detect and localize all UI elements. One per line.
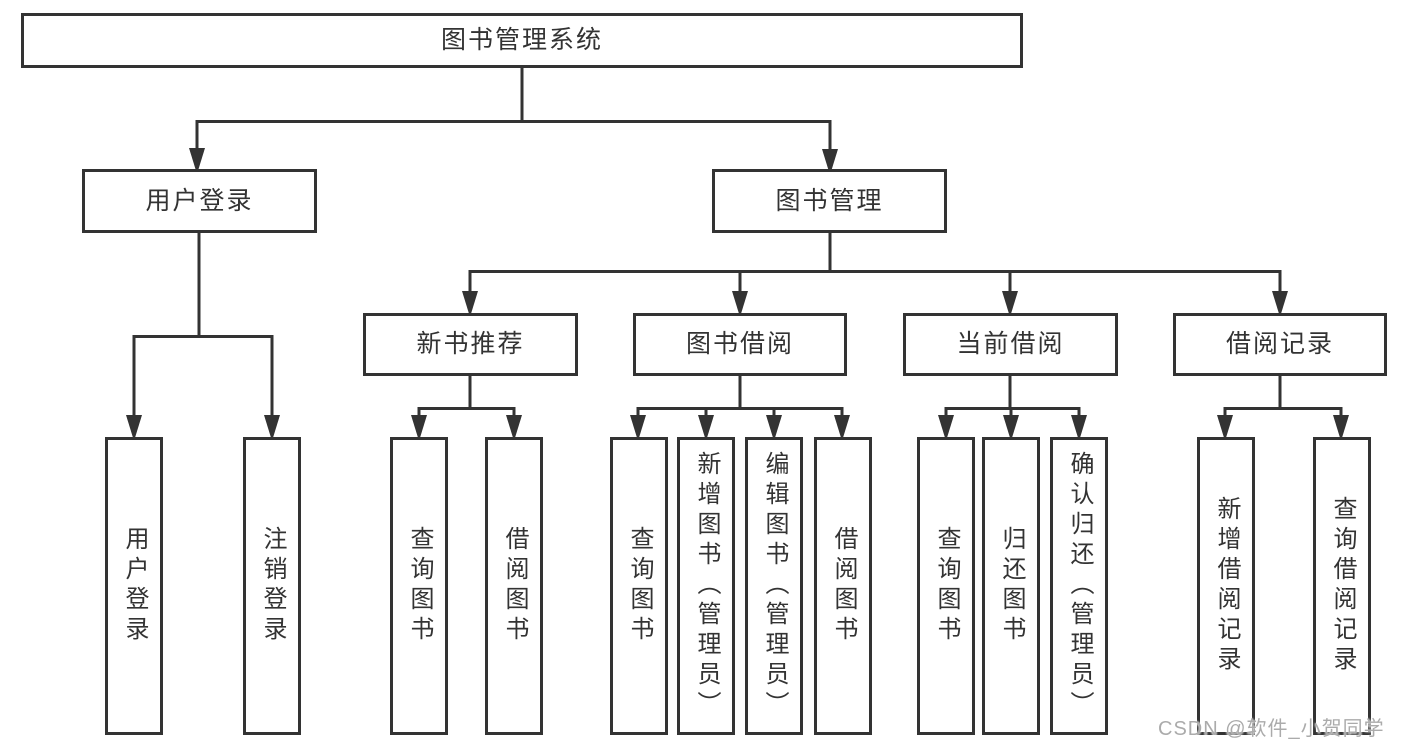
leaf-return-books: 归还图书 (982, 437, 1040, 735)
arrow-icon (1217, 415, 1233, 441)
leaf-label: 查询借阅记录 (1329, 496, 1356, 676)
arrow-icon (126, 415, 142, 441)
connector-records-group (1223, 376, 1343, 416)
node-user-login: 用户登录 (82, 169, 317, 233)
leaf-label: 新增借阅记录 (1213, 496, 1240, 676)
arrow-icon (462, 291, 478, 317)
leaf-add-books-admin: 新增图书（管理员） (677, 437, 735, 735)
node-label: 图书管理 (775, 186, 884, 215)
arrow-icon (189, 148, 205, 174)
node-label: 当前借阅 (956, 330, 1065, 358)
arrowheads (126, 148, 1349, 441)
leaf-label: 确认归还（管理员） (1066, 451, 1093, 721)
arrow-icon (732, 291, 748, 317)
leaf-label: 新增图书（管理员） (693, 451, 720, 721)
leaf-label: 归还图书 (998, 526, 1025, 646)
arrow-icon (766, 415, 782, 441)
connector-current-group (944, 376, 1081, 416)
connector-login-group (132, 233, 274, 416)
arrow-icon (630, 415, 646, 441)
node-label: 新书推荐 (416, 330, 525, 358)
leaf-label: 查询图书 (406, 526, 433, 646)
arrow-icon (411, 415, 427, 441)
arrow-icon (698, 415, 714, 441)
leaf-label: 借阅图书 (830, 526, 857, 646)
arrow-icon (822, 149, 838, 175)
node-borrow-records: 借阅记录 (1173, 313, 1387, 376)
arrow-icon (506, 415, 522, 441)
leaf-label: 编辑图书（管理员） (761, 451, 788, 721)
leaf-query-books-borrow: 查询图书 (610, 437, 668, 735)
node-label: 借阅记录 (1225, 330, 1334, 358)
connector-recommend-group (417, 376, 516, 416)
leaf-label: 查询图书 (626, 526, 653, 646)
connector-management (468, 233, 1282, 292)
node-new-book-recommend: 新书推荐 (363, 313, 578, 376)
arrow-icon (1333, 415, 1349, 441)
node-current-borrow: 当前借阅 (903, 313, 1118, 376)
leaf-borrow-books-recommend: 借阅图书 (485, 437, 543, 735)
node-root-system: 图书管理系统 (21, 13, 1023, 68)
csdn-watermark: CSDN @软件_小贺同学 (1158, 718, 1385, 740)
arrow-icon (1002, 291, 1018, 317)
connector-borrow-group (636, 376, 844, 416)
node-book-management: 图书管理 (712, 169, 947, 233)
arrow-icon (264, 415, 280, 441)
leaf-label: 查询图书 (933, 526, 960, 646)
node-root-label: 图书管理系统 (440, 26, 603, 54)
leaf-add-borrow-record: 新增借阅记录 (1197, 437, 1255, 735)
connector-root (195, 68, 832, 149)
leaf-edit-books-admin: 编辑图书（管理员） (745, 437, 803, 735)
leaf-label: 借阅图书 (501, 526, 528, 646)
leaf-logout: 注销登录 (243, 437, 301, 735)
node-label: 图书借阅 (685, 330, 794, 358)
leaf-user-login: 用户登录 (105, 437, 163, 735)
leaf-query-books-current: 查询图书 (917, 437, 975, 735)
leaf-label: 用户登录 (121, 526, 148, 646)
node-label: 用户登录 (145, 186, 254, 215)
arrow-icon (1272, 291, 1288, 317)
node-book-borrow: 图书借阅 (633, 313, 847, 376)
arrow-icon (1003, 415, 1019, 441)
leaf-query-books-recommend: 查询图书 (390, 437, 448, 735)
arrow-icon (834, 415, 850, 441)
leaf-label: 注销登录 (259, 526, 286, 646)
leaf-confirm-return-admin: 确认归还（管理员） (1050, 437, 1108, 735)
arrow-icon (938, 415, 954, 441)
leaf-query-borrow-record: 查询借阅记录 (1313, 437, 1371, 735)
leaf-borrow-books: 借阅图书 (814, 437, 872, 735)
arrow-icon (1071, 415, 1087, 441)
